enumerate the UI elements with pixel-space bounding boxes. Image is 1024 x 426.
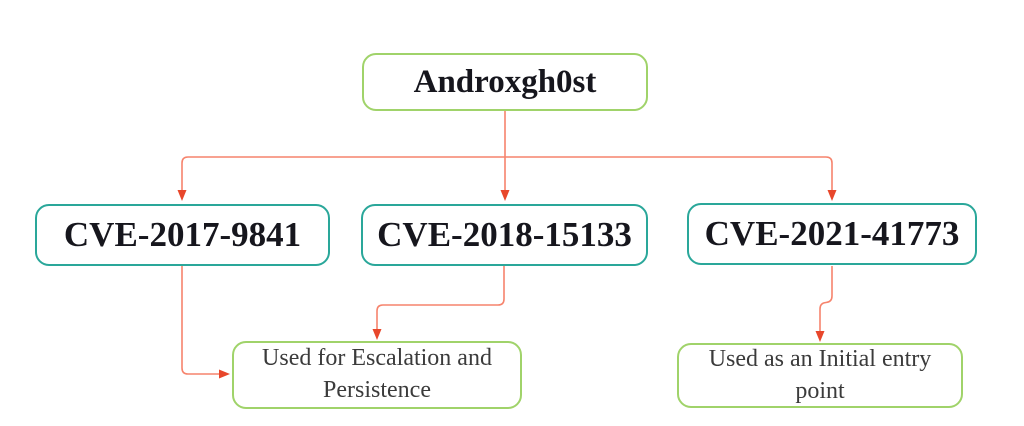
node-initial-entry-point: Used as an Initial entry point (677, 343, 963, 408)
node-cve-2018-15133: CVE-2018-15133 (361, 204, 648, 266)
node-androxgh0st: Androxgh0st (362, 53, 648, 111)
node-escalation-persistence: Used for Escalation and Persistence (232, 341, 522, 409)
edge-root-to-cve-2017-9841-line (181, 156, 505, 190)
edge-root-to-cve-2021-41773-arrowhead-icon (827, 190, 837, 201)
node-cve-2018-15133-label: CVE-2018-15133 (377, 215, 632, 254)
node-cve-2021-41773-label: CVE-2021-41773 (704, 214, 960, 253)
node-escalation-persistence-label: Used for Escalation and Persistence (262, 345, 492, 403)
edge-cve-2021-41773-to-initial-entry-line (819, 266, 833, 331)
node-androxgh0st-label: Androxgh0st (413, 63, 597, 100)
edge-cve-2018-15133-to-escalation-arrowhead-icon (372, 329, 382, 340)
node-cve-2017-9841: CVE-2017-9841 (35, 204, 330, 266)
edge-root-to-cve-2017-9841-arrowhead-icon (177, 190, 187, 201)
edge-cve-2017-9841-to-escalation-arrowhead-icon (219, 369, 230, 379)
node-cve-2021-41773: CVE-2021-41773 (687, 203, 977, 265)
edge-root-to-cve-2021-41773-line (505, 156, 833, 190)
edge-cve-2018-15133-to-escalation-line (376, 266, 505, 329)
node-initial-entry-point-label: Used as an Initial entry point (708, 345, 932, 404)
edge-cve-2017-9841-to-escalation-line (181, 266, 219, 375)
edge-root-to-cve-2018-15133-arrowhead-icon (500, 190, 510, 201)
node-cve-2017-9841-label: CVE-2017-9841 (63, 215, 302, 254)
edge-cve-2021-41773-to-initial-entry-arrowhead-icon (815, 331, 825, 342)
